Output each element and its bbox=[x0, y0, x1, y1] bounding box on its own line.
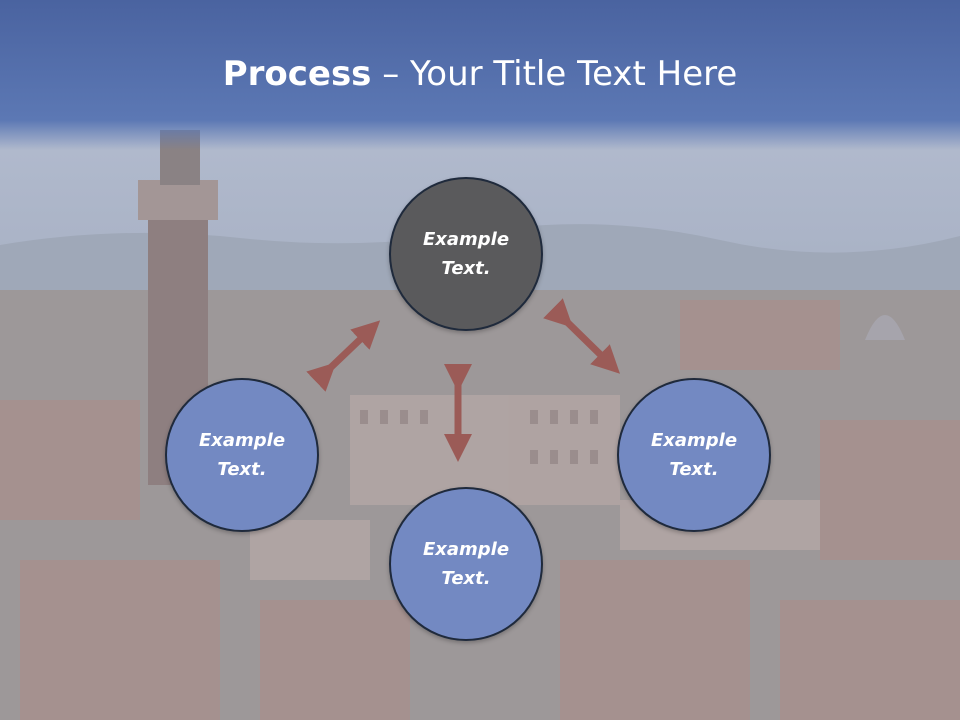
node-left-line2: Text. bbox=[217, 459, 267, 480]
arrow-top-right bbox=[543, 298, 621, 374]
node-top-line2: Text. bbox=[441, 258, 491, 279]
process-node-top: Example Text. bbox=[389, 177, 543, 331]
title-rest-text: – Your Title Text Here bbox=[371, 54, 738, 94]
process-node-left: Example Text. bbox=[165, 378, 319, 532]
node-bottom-line1: Example bbox=[422, 539, 510, 560]
title-bar-background bbox=[0, 0, 960, 150]
process-node-bottom: Example Text. bbox=[389, 487, 543, 641]
title-bold-text: Process bbox=[222, 54, 372, 94]
process-node-right: Example Text. bbox=[617, 378, 771, 532]
node-left-line1: Example bbox=[198, 430, 286, 451]
node-top-line1: Example bbox=[422, 229, 510, 250]
node-right-line1: Example bbox=[650, 430, 738, 451]
node-bottom-line2: Text. bbox=[441, 568, 491, 589]
arrow-top-left bbox=[306, 320, 381, 392]
slide-title: Process – Your Title Text Here bbox=[0, 52, 960, 96]
node-right-line2: Text. bbox=[669, 459, 719, 480]
